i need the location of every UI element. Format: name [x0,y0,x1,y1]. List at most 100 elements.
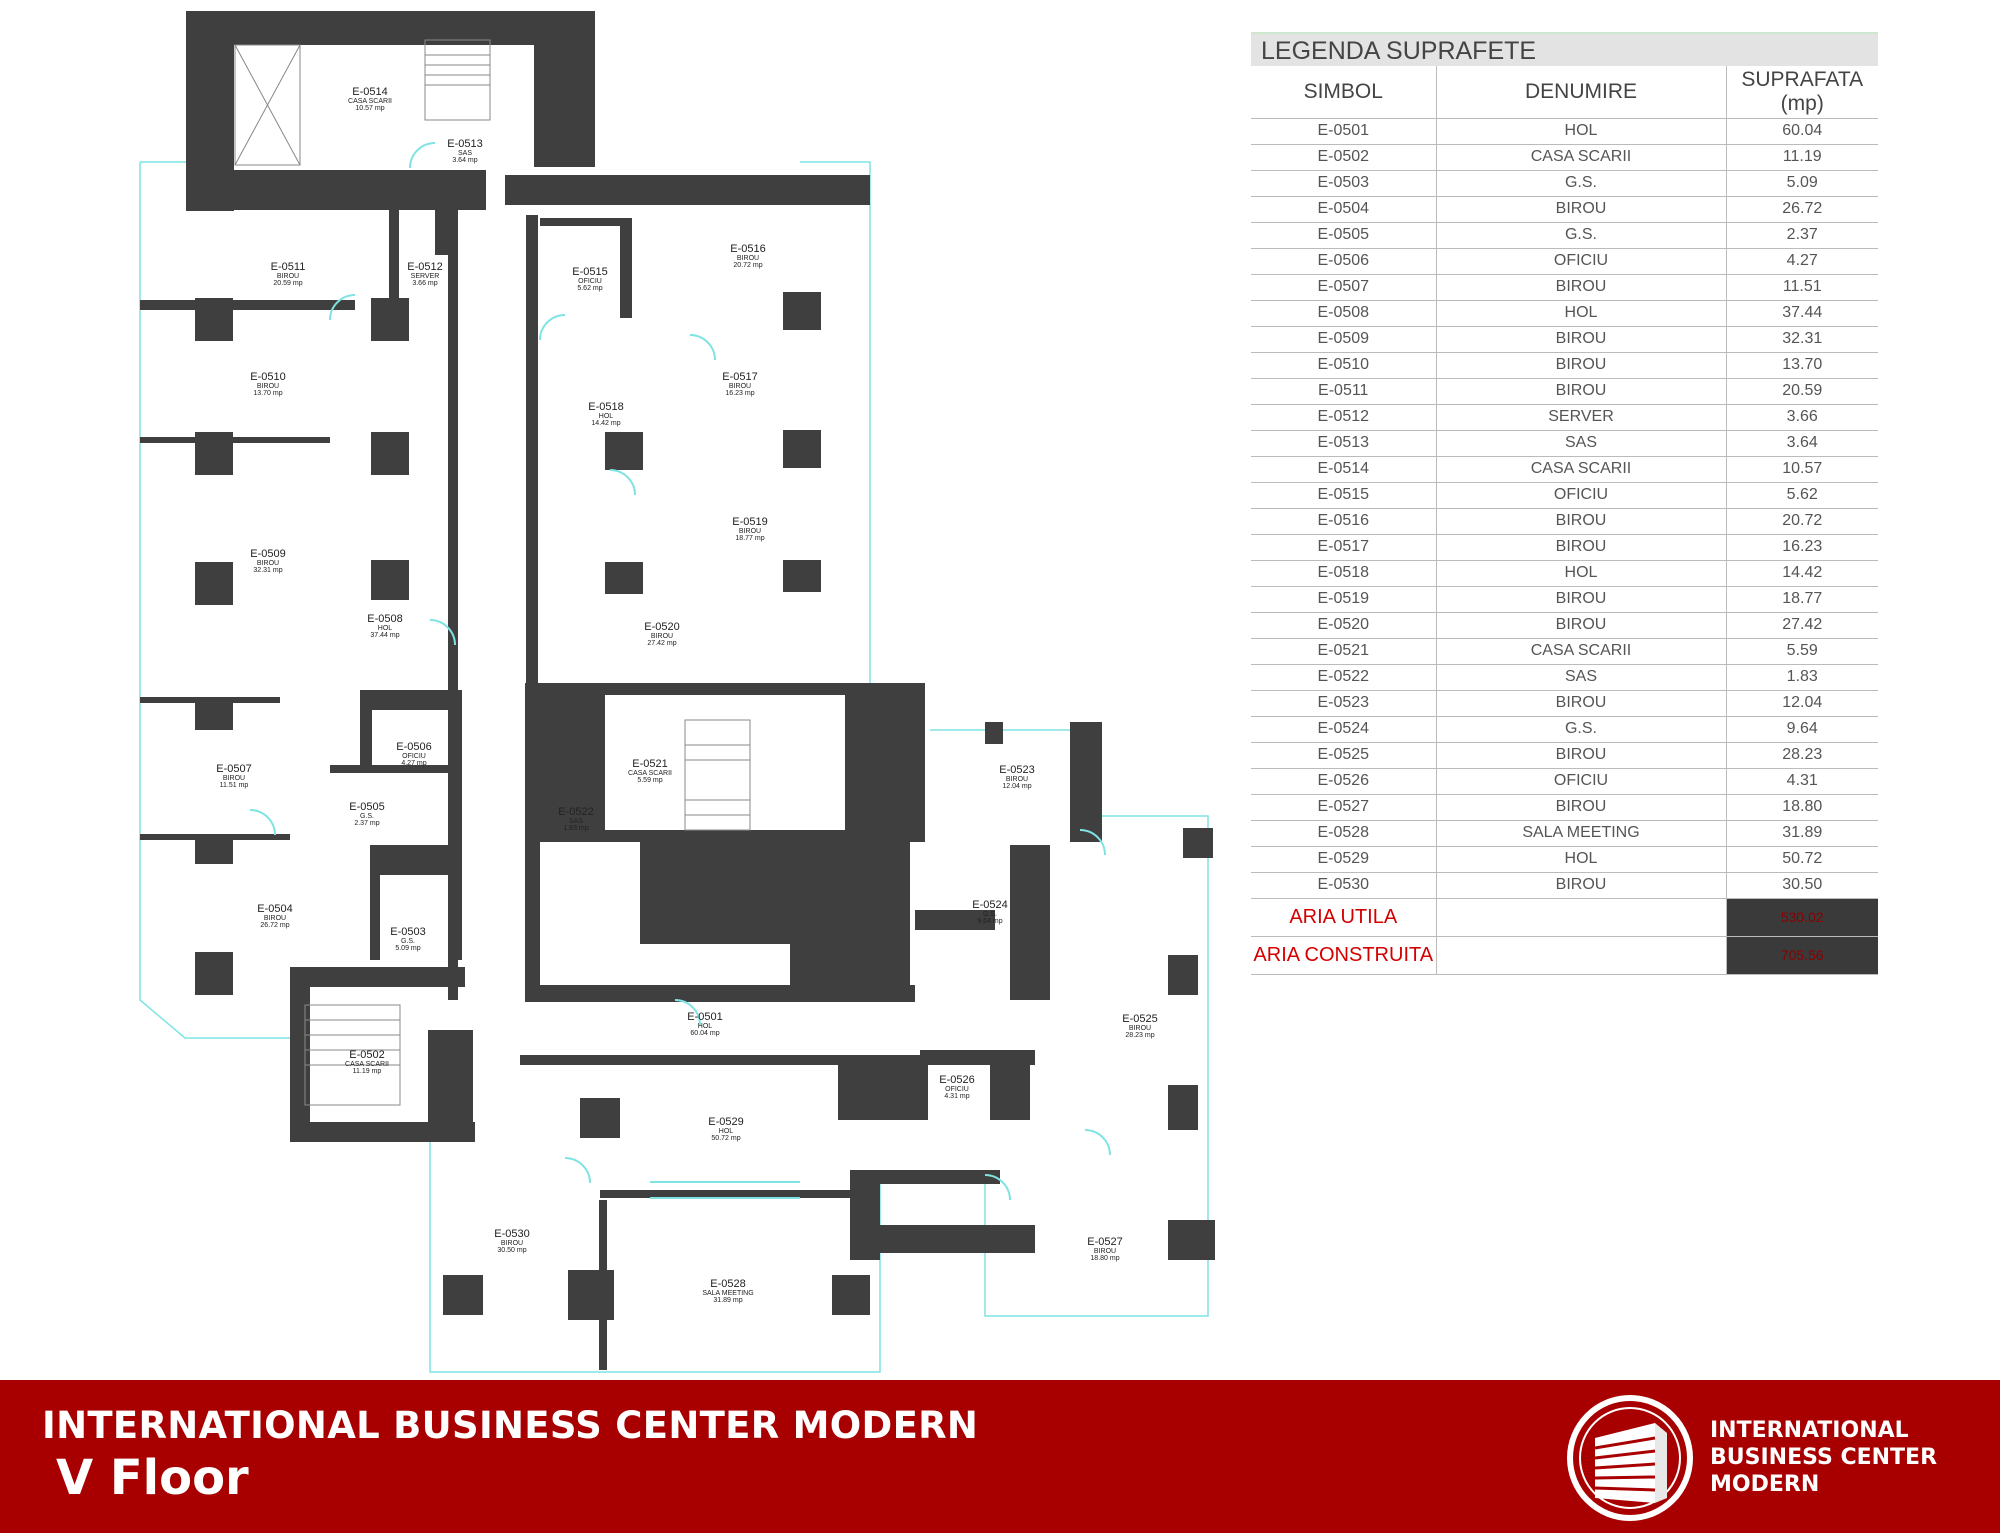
room-name: BIROU [1129,1025,1151,1032]
suprafata-cell: 27.42 [1726,612,1878,639]
denumire-cell: BIROU [1436,352,1727,379]
denumire-cell: G.S. [1436,170,1727,197]
room-name: CASA SCARII [628,770,672,777]
legend-title: LEGENDA SUPRAFETE [1251,32,1878,66]
room-area: 32.31 mp [253,567,282,574]
room-name: SERVER [411,273,440,280]
suprafata-cell: 32.31 [1726,326,1878,353]
room-name: SALA MEETING [702,1290,753,1297]
simbol-cell: E-0502 [1251,144,1437,171]
room-name: HOL [698,1023,713,1030]
suprafata-cell: 10.57 [1726,456,1878,483]
denumire-cell: CASA SCARII [1436,144,1727,171]
room-id: E-0501 [687,1011,722,1023]
denumire-cell: BIROU [1436,508,1727,535]
denumire-cell: BIROU [1436,326,1727,353]
denumire-cell: BIROU [1436,378,1727,405]
suprafata-cell: 5.62 [1726,482,1878,509]
denumire-cell: G.S. [1436,222,1727,249]
suprafata-cell: 11.19 [1726,144,1878,171]
simbol-cell: E-0515 [1251,482,1437,509]
floor-name: V Floor [56,1450,249,1506]
room-id: E-0522 [558,806,593,818]
room-id: E-0529 [708,1116,743,1128]
room-area: 4.31 mp [944,1093,969,1100]
room-name: BIROU [651,633,673,640]
simbol-cell: E-0526 [1251,768,1437,795]
total-value: 530.02 [1726,898,1878,937]
denumire-cell: HOL [1436,300,1727,327]
suprafata-cell: 11.51 [1726,274,1878,301]
suprafata-cell: 14.42 [1726,560,1878,587]
room-name: BIROU [1006,776,1028,783]
simbol-cell: E-0530 [1251,872,1437,899]
suprafata-cell: 4.27 [1726,248,1878,275]
room-area: 28.23 mp [1125,1032,1154,1039]
room-area: 27.42 mp [647,640,676,647]
header-denumire: DENUMIRE [1436,66,1727,119]
legend-header-row: SIMBOL DENUMIRE SUPRAFATA (mp) [1251,66,1878,119]
simbol-cell: E-0509 [1251,326,1437,353]
room-id: E-0517 [722,371,757,383]
denumire-cell: BIROU [1436,742,1727,769]
total-spacer [1436,936,1727,975]
denumire-cell: BIROU [1436,872,1727,899]
room-id: E-0503 [390,926,425,938]
room-name: BIROU [729,383,751,390]
room-id: E-0520 [644,621,679,633]
logo-line: BUSINESS CENTER [1710,1445,1938,1470]
room-area: 13.70 mp [253,390,282,397]
room-id: E-0519 [732,516,767,528]
room-name: BIROU [223,775,245,782]
room-name: G.S. [983,911,997,918]
room-id: E-0508 [367,613,402,625]
suprafata-cell: 4.31 [1726,768,1878,795]
denumire-cell: OFICIU [1436,248,1727,275]
suprafata-cell: 18.77 [1726,586,1878,613]
room-name: G.S. [401,938,415,945]
simbol-cell: E-0508 [1251,300,1437,327]
suprafata-cell: 28.23 [1726,742,1878,769]
room-name: HOL [378,625,393,632]
denumire-cell: CASA SCARII [1436,638,1727,665]
denumire-cell: G.S. [1436,716,1727,743]
simbol-cell: E-0513 [1251,430,1437,457]
total-value: 705.56 [1726,936,1878,975]
room-id: E-0504 [257,903,292,915]
room-name: OFICIU [945,1086,969,1093]
simbol-cell: E-0518 [1251,560,1437,587]
denumire-cell: BIROU [1436,794,1727,821]
room-name: CASA SCARII [348,98,392,105]
simbol-cell: E-0501 [1251,118,1437,145]
simbol-cell: E-0522 [1251,664,1437,691]
room-id: E-0528 [710,1278,745,1290]
suprafata-cell: 60.04 [1726,118,1878,145]
room-name: OFICIU [402,753,426,760]
